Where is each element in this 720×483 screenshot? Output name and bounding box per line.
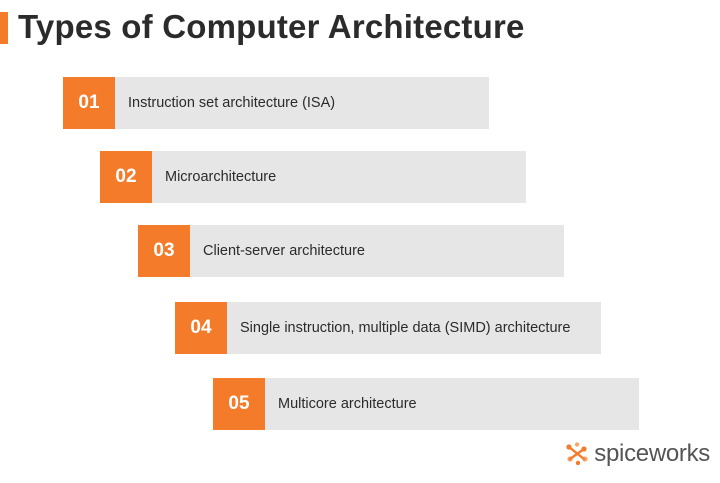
list-item: 04 Single instruction, multiple data (SI… [175,302,601,354]
item-number-badge: 05 [213,378,265,430]
item-number-badge: 04 [175,302,227,354]
list-item: 02 Microarchitecture [100,151,526,203]
list-item: 01 Instruction set architecture (ISA) [63,77,489,129]
item-label: Single instruction, multiple data (SIMD)… [240,320,571,336]
list-item: 03 Client-server architecture [138,225,564,277]
brand-logo: spiceworks [563,440,710,468]
item-label: Client-server architecture [203,243,365,259]
brand-name: spiceworks [594,440,710,467]
item-number-badge: 03 [138,225,190,277]
spiceworks-logo-icon [566,442,588,466]
title-accent-bar [0,12,8,44]
item-label: Instruction set architecture (ISA) [128,95,336,111]
item-number-badge: 02 [100,151,152,203]
item-label: Microarchitecture [165,169,277,185]
list-item: 05 Multicore architecture [213,378,639,430]
item-number-badge: 01 [63,77,115,129]
page-title: Types of Computer Architecture [18,8,525,45]
item-label: Multicore architecture [278,396,417,412]
